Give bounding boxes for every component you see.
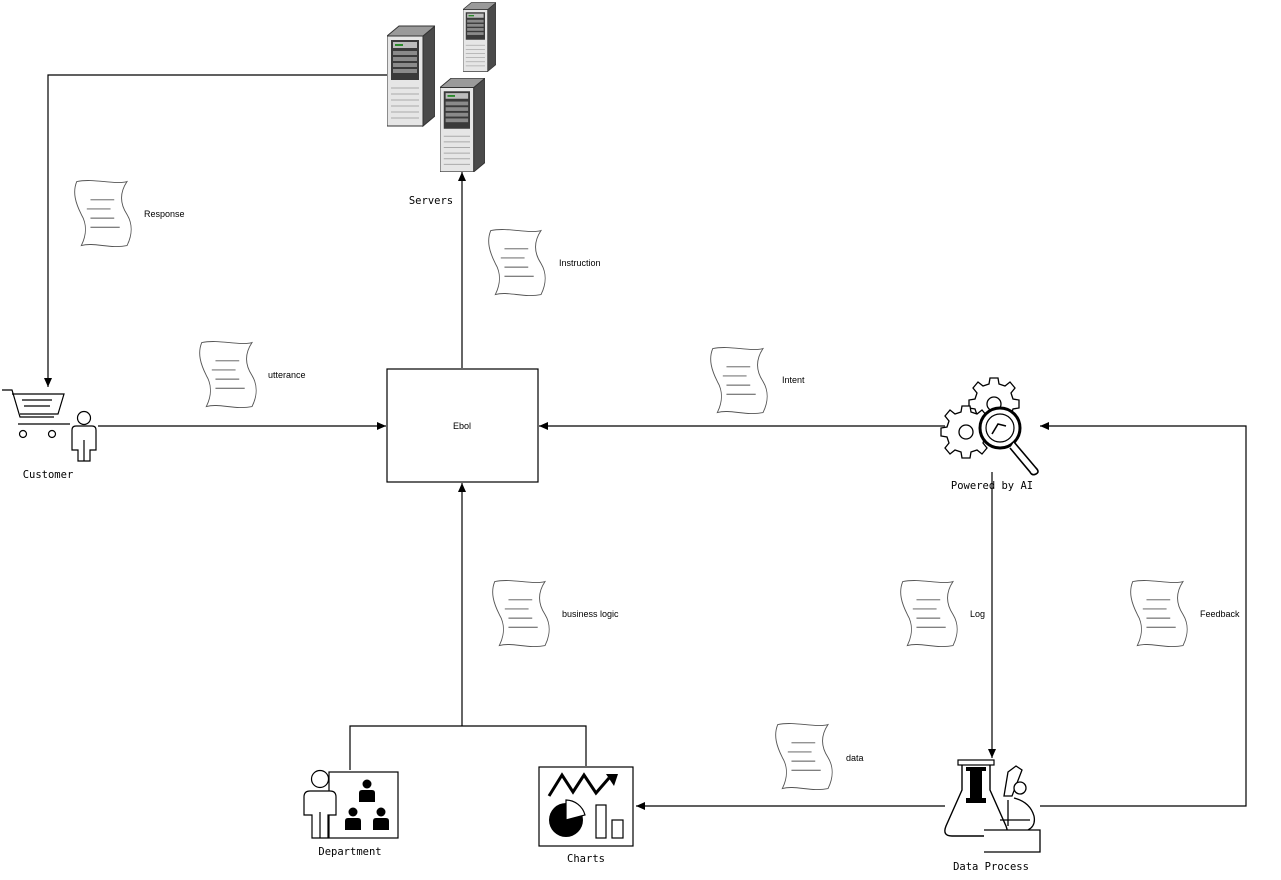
edges [44, 74, 1247, 810]
document-icon [775, 722, 833, 791]
message-instruction: Instruction [488, 228, 601, 297]
gears-magnifier-icon [940, 377, 1039, 476]
node-department: Department [303, 769, 399, 858]
message-label-utterance: utterance [268, 370, 306, 380]
node-label-data-process: Data Process [953, 861, 1029, 873]
message-log: Log [900, 579, 985, 648]
message-label-feedback: Feedback [1200, 609, 1240, 619]
message-response: Response [74, 179, 185, 248]
document-icon [900, 579, 958, 648]
node-ebol: Ebol [386, 368, 539, 483]
document-icon [710, 346, 768, 415]
chart-board-icon [538, 766, 634, 847]
node-label-charts: Charts [567, 853, 605, 865]
node-charts: Charts [538, 766, 634, 865]
message-feedback: Feedback [1130, 579, 1240, 648]
shopping-cart-icon [2, 389, 70, 439]
node-label-powered-by-ai: Powered by AI [951, 480, 1033, 492]
person-icon [71, 410, 97, 462]
node-data-process: Data Process [944, 759, 1041, 873]
message-label-data: data [846, 753, 864, 763]
node-powered-by-ai: Powered by AI [940, 377, 1039, 492]
node-servers: Servers [387, 2, 496, 207]
document-icon [488, 228, 546, 297]
server-tower-icon [440, 78, 485, 172]
node-label-customer: Customer [23, 469, 74, 481]
node-customer: Customer [2, 389, 97, 481]
message-label-instruction: Instruction [559, 258, 601, 268]
lab-flask-microscope-icon [944, 759, 1041, 853]
node-label-ebol: Ebol [453, 421, 471, 431]
node-label-servers: Servers [409, 195, 453, 207]
message-utterance: utterance [199, 340, 306, 409]
document-icon [74, 179, 132, 248]
message-label-intent: Intent [782, 375, 805, 385]
message-label-response: Response [144, 209, 185, 219]
server-tower-icon [463, 2, 496, 72]
edge-response [44, 74, 388, 387]
message-data: data [775, 722, 864, 791]
server-tower-icon [387, 25, 435, 127]
document-icon [492, 579, 550, 648]
document-icon [1130, 579, 1188, 648]
document-icon [199, 340, 257, 409]
message-business-logic: business logic [492, 579, 619, 648]
presentation-org-chart-icon [303, 769, 399, 839]
edge-business-logic [349, 483, 587, 770]
node-label-department: Department [318, 846, 381, 858]
message-label-log: Log [970, 609, 985, 619]
edge-feedback [1040, 422, 1247, 807]
message-label-business-logic: business logic [562, 609, 619, 619]
message-intent: Intent [710, 346, 805, 415]
